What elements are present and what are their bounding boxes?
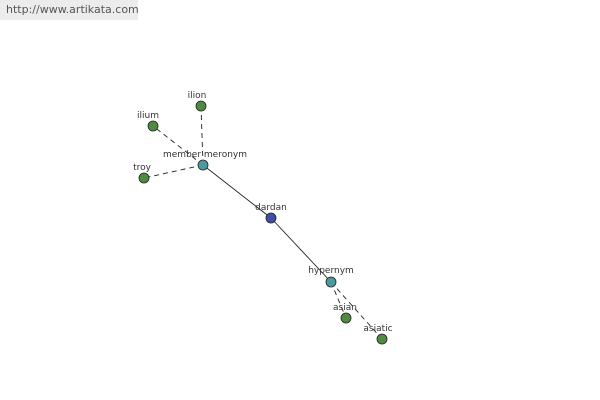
watermark-url: http://www.artikata.com (0, 0, 139, 20)
node-marker-hypernym[interactable] (325, 276, 337, 288)
node-asiatic[interactable]: asiatic (363, 324, 393, 345)
node-troy[interactable]: troy (133, 163, 152, 184)
node-asian[interactable]: asian (333, 303, 357, 324)
nodes-layer: dardan member meronym hypernym ilion ilium tr… (133, 91, 393, 345)
edge-member-meronym-troy (143, 164, 204, 179)
edges-layer (143, 105, 383, 340)
node-label-ilium: ilium (137, 111, 159, 121)
edge-hypernym-asiatic (330, 281, 383, 340)
node-dardan[interactable]: dardan (255, 203, 287, 224)
edge-member-meronym-ilion (200, 105, 204, 166)
node-label-asiatic: asiatic (363, 324, 392, 334)
node-ilium[interactable]: ilium (137, 111, 159, 132)
node-label-ilion: ilion (188, 91, 207, 101)
edge-member-meronym-ilium (152, 125, 204, 166)
node-marker-ilium[interactable] (147, 120, 159, 132)
node-marker-dardan[interactable] (265, 212, 277, 224)
node-marker-ilion[interactable] (195, 100, 207, 112)
node-hypernym[interactable]: hypernym (308, 266, 354, 288)
node-label-asian: asian (333, 303, 357, 313)
node-marker-asiatic[interactable] (376, 333, 388, 345)
edge-dardan-hypernym (270, 217, 332, 283)
node-marker-asian[interactable] (340, 312, 352, 324)
node-label-hypernym: hypernym (308, 266, 354, 276)
node-member-meronym[interactable]: member meronym (163, 150, 247, 171)
node-label-dardan: dardan (255, 203, 287, 213)
node-ilion[interactable]: ilion (188, 91, 207, 112)
node-label-troy: troy (133, 163, 152, 173)
node-marker-member-meronym[interactable] (197, 159, 209, 171)
node-marker-troy[interactable] (138, 172, 150, 184)
edge-hypernym-asian (330, 281, 347, 319)
edge-dardan-member-meronym (202, 164, 272, 219)
node-label-member-meronym: member meronym (163, 150, 247, 160)
